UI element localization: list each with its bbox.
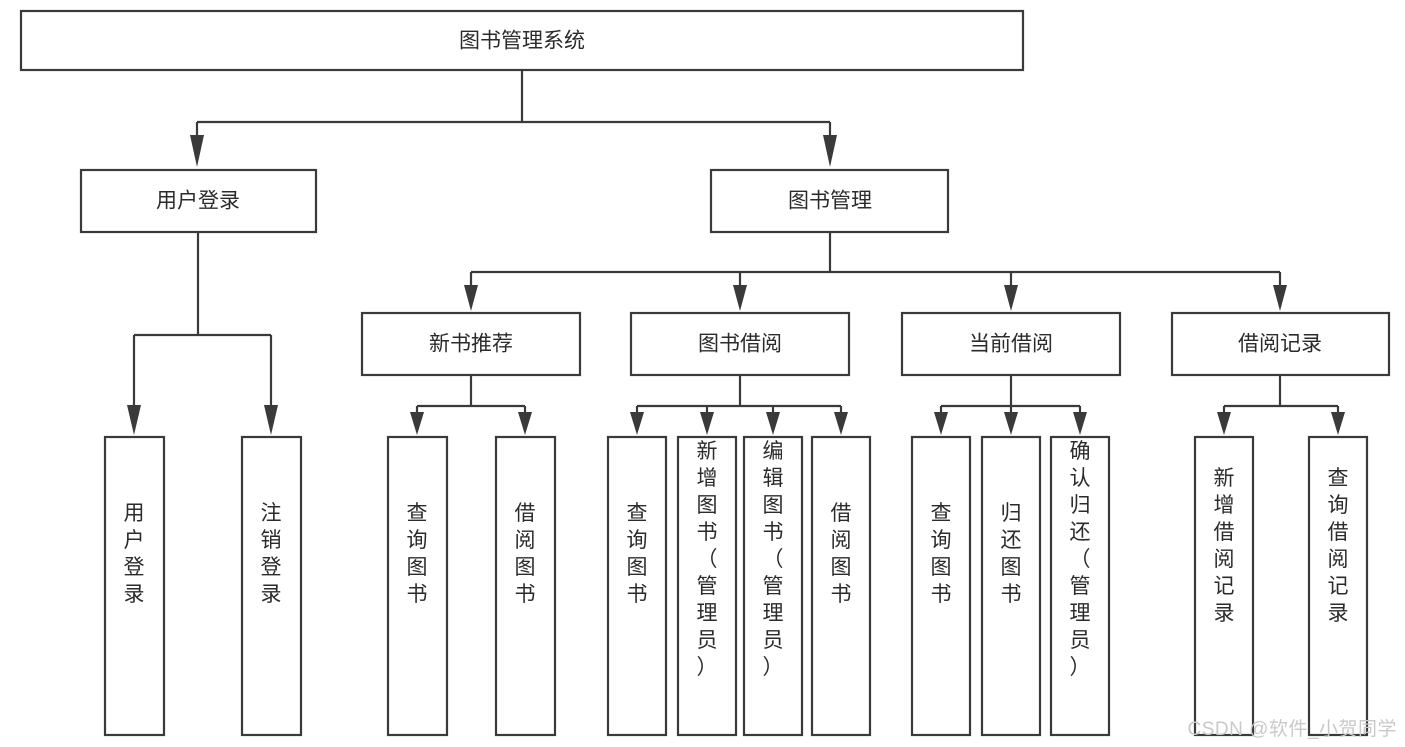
arrow-head-user-login xyxy=(190,135,204,167)
node-leaf-return-book-box[interactable] xyxy=(980,435,1042,737)
node-current-borrow-label: 当前借阅 xyxy=(969,333,1053,356)
node-new-book-recommend-box[interactable] xyxy=(360,311,582,377)
node-leaf-query-book-1-label: 查询图书 xyxy=(407,502,428,606)
arrow-head-borrow-record xyxy=(1273,285,1287,311)
csdn-watermark: CSDN @软件_小贺同学 xyxy=(1187,719,1397,740)
node-leaf-query-book-2-box[interactable] xyxy=(606,435,668,737)
node-leaf-logout-login-box[interactable] xyxy=(240,435,303,737)
arrow-head-book-manage xyxy=(823,135,837,167)
node-leaf-query-book-1-box[interactable] xyxy=(386,435,449,737)
node-leaf-edit-book[interactable]: 编辑图书（管理员） xyxy=(742,435,804,737)
node-current-borrow[interactable]: 当前借阅 xyxy=(900,311,1122,377)
node-leaf-borrow-book-2[interactable]: 借阅图书 xyxy=(810,435,872,737)
node-new-book-recommend[interactable]: 新书推荐 xyxy=(360,311,582,377)
node-leaf-borrow-book-1[interactable]: 借阅图书 xyxy=(494,435,557,737)
node-leaf-user-login[interactable]: 用户登录 xyxy=(103,435,166,737)
arrow-head-leaf-query-book-3 xyxy=(934,412,948,435)
node-leaf-query-book-3-box[interactable] xyxy=(910,435,972,737)
node-new-book-recommend-label: 新书推荐 xyxy=(429,333,513,356)
node-leaf-query-record[interactable]: 查询借阅记录 xyxy=(1307,435,1369,737)
node-leaf-user-login-box[interactable] xyxy=(103,435,166,737)
node-user-login[interactable]: 用户登录 xyxy=(79,168,318,234)
node-current-borrow-box[interactable] xyxy=(900,311,1122,377)
arrow-head-leaf-borrow-book-1 xyxy=(518,412,532,435)
arrow-head-leaf-add-book xyxy=(700,412,714,435)
node-leaf-borrow-book-1-label: 借阅图书 xyxy=(515,502,536,606)
node-root-box[interactable] xyxy=(19,9,1025,72)
node-root-label: 图书管理系统 xyxy=(459,30,585,53)
node-leaf-add-book[interactable]: 新增图书（管理员） xyxy=(676,435,738,737)
arrow-head-current-borrow xyxy=(1004,285,1018,311)
node-leaf-logout-login-label: 注销登录 xyxy=(261,502,282,606)
node-user-login-label: 用户登录 xyxy=(156,190,240,213)
node-borrow-record-box[interactable] xyxy=(1170,311,1391,377)
node-leaf-query-record-box[interactable] xyxy=(1307,435,1369,737)
node-leaf-borrow-book-1-box[interactable] xyxy=(494,435,557,737)
node-leaf-borrow-book-2-label: 借阅图书 xyxy=(831,502,852,606)
node-root[interactable]: 图书管理系统 xyxy=(19,9,1025,72)
connector-layer xyxy=(127,70,1345,435)
node-leaf-query-record-label: 查询借阅记录 xyxy=(1328,467,1349,625)
node-leaf-logout-login[interactable]: 注销登录 xyxy=(240,435,303,737)
node-leaf-add-record[interactable]: 新增借阅记录 xyxy=(1193,435,1255,737)
arrow-head-leaf-query-book-2 xyxy=(630,412,644,435)
node-leaf-add-record-label: 新增借阅记录 xyxy=(1214,467,1235,625)
arrow-head-book-borrow xyxy=(733,285,747,311)
node-leaf-query-book-1[interactable]: 查询图书 xyxy=(386,435,449,737)
node-leaf-edit-book-box[interactable] xyxy=(742,435,804,737)
arrow-head-leaf-logout-login xyxy=(264,405,278,435)
node-leaf-return-book-label: 归还图书 xyxy=(1001,502,1022,606)
node-leaf-return-book[interactable]: 归还图书 xyxy=(980,435,1042,737)
node-leaf-confirm-return-box[interactable] xyxy=(1049,435,1111,737)
arrow-head-leaf-add-record xyxy=(1217,412,1231,435)
node-leaf-add-record-box[interactable] xyxy=(1193,435,1255,737)
arrow-head-new-book-recommend xyxy=(464,285,478,311)
node-leaf-add-book-box[interactable] xyxy=(676,435,738,737)
node-leaf-confirm-return-label: 确认归还（管理员） xyxy=(1070,440,1091,679)
arrow-head-leaf-borrow-book-2 xyxy=(834,412,848,435)
node-leaf-edit-book-label: 编辑图书（管理员） xyxy=(763,440,784,679)
node-book-manage[interactable]: 图书管理 xyxy=(709,168,950,234)
node-leaf-query-book-3-label: 查询图书 xyxy=(931,502,952,606)
node-leaf-query-book-3[interactable]: 查询图书 xyxy=(910,435,972,737)
node-user-login-box[interactable] xyxy=(79,168,318,234)
node-borrow-record[interactable]: 借阅记录 xyxy=(1170,311,1391,377)
arrow-head-leaf-query-book-1 xyxy=(410,412,424,435)
node-book-borrow[interactable]: 图书借阅 xyxy=(629,311,851,377)
node-book-manage-label: 图书管理 xyxy=(788,190,872,213)
arrow-head-leaf-user-login xyxy=(127,405,141,435)
node-leaf-query-book-2-label: 查询图书 xyxy=(627,502,648,606)
node-leaf-user-login-label: 用户登录 xyxy=(124,502,145,606)
node-leaf-add-book-label: 新增图书（管理员） xyxy=(697,440,718,679)
node-leaf-query-book-2[interactable]: 查询图书 xyxy=(606,435,668,737)
node-book-borrow-label: 图书借阅 xyxy=(698,333,782,356)
node-book-manage-box[interactable] xyxy=(709,168,950,234)
node-leaf-borrow-book-2-box[interactable] xyxy=(810,435,872,737)
node-borrow-record-label: 借阅记录 xyxy=(1238,333,1322,356)
node-book-borrow-box[interactable] xyxy=(629,311,851,377)
node-leaf-confirm-return[interactable]: 确认归还（管理员） xyxy=(1049,435,1111,737)
arrow-head-leaf-edit-book xyxy=(766,412,780,435)
arrow-head-leaf-return-book xyxy=(1004,412,1018,435)
arrow-head-leaf-query-record xyxy=(1331,412,1345,435)
arrow-head-leaf-confirm-return xyxy=(1073,412,1087,435)
